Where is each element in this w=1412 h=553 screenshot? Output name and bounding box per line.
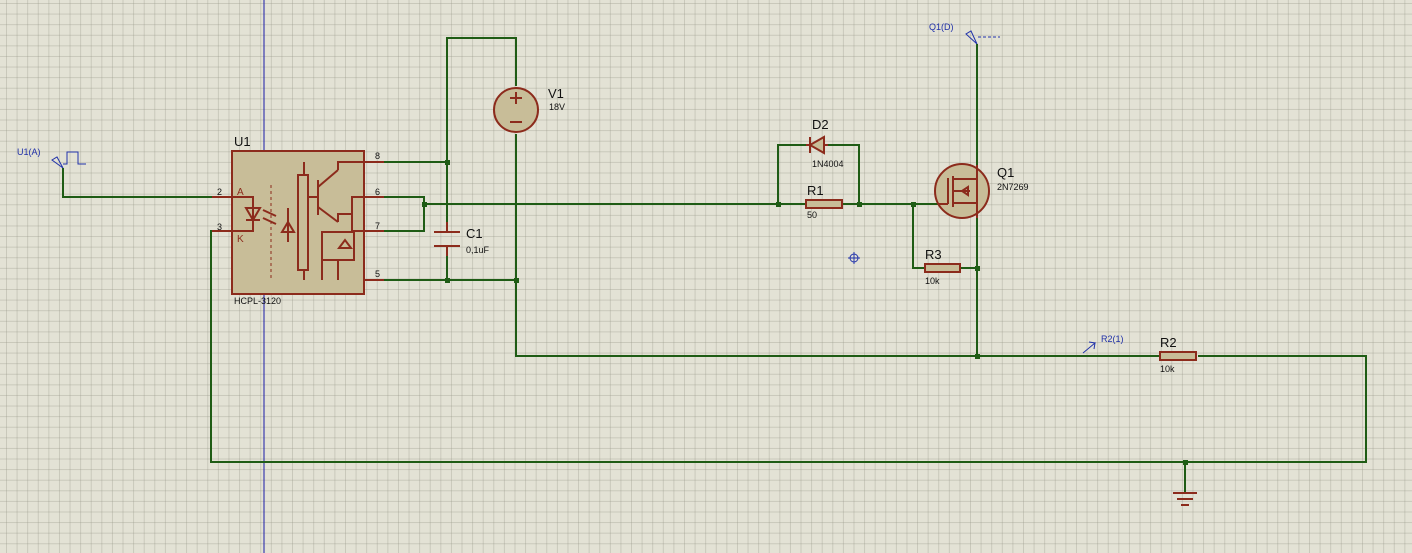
junction-dot <box>776 202 781 207</box>
r21-probe-label: R2(1) <box>1101 334 1124 344</box>
u1-pin-7-number: 7 <box>375 221 380 231</box>
junction-dot <box>514 278 519 283</box>
junction-dot <box>857 202 862 207</box>
junction-dot <box>975 354 980 359</box>
d2-value: 1N4004 <box>812 159 844 169</box>
u1-light-arrow-icon <box>262 209 277 217</box>
q1-arrow-icon <box>960 185 969 197</box>
r3-body <box>924 263 961 273</box>
u1a-probe-icon <box>51 156 64 169</box>
cursor-crosshair-icon <box>848 252 860 264</box>
probe-r21[interactable]: R2(1) <box>1082 334 1124 354</box>
r21-probe-icon <box>1082 341 1097 354</box>
d2-diode-icon <box>807 135 825 155</box>
r1-value: 50 <box>807 210 817 220</box>
junction-dot <box>445 160 450 165</box>
c1-capacitor[interactable]: C1 0,1uF <box>434 222 490 256</box>
r3-value: 10k <box>925 276 940 286</box>
u1-pin-6-number: 6 <box>375 187 380 197</box>
wire-v1-negative[interactable] <box>515 134 1160 357</box>
r2-body <box>1159 351 1197 361</box>
junction-dot <box>975 266 980 271</box>
u1-pin-k-name: K <box>237 234 244 245</box>
r2-label: R2 <box>1160 335 1177 350</box>
probe-u1a[interactable]: U1(A) <box>17 147 86 169</box>
ground-symbol[interactable] <box>1173 492 1197 506</box>
u1-pin-5-number: 5 <box>375 269 380 279</box>
q1d-probe-icon <box>965 30 978 45</box>
u1-led-icon <box>244 207 262 222</box>
v1-body <box>493 87 539 133</box>
q1d-probe-label: Q1(D) <box>929 22 954 32</box>
junctions <box>422 160 1188 465</box>
u1-part-label: HCPL-3120 <box>234 296 281 306</box>
c1-value: 0,1uF <box>466 245 490 255</box>
wire-pin7[interactable] <box>364 204 425 232</box>
d2-diode[interactable]: D2 1N4004 <box>806 117 844 169</box>
junction-dot <box>1183 460 1188 465</box>
r3-label: R3 <box>925 247 942 262</box>
q1-value: 2N7269 <box>997 182 1029 192</box>
wire-d2-right[interactable] <box>826 144 860 204</box>
c1-label: C1 <box>466 226 483 241</box>
u1-pin-3-number: 3 <box>217 222 222 232</box>
d2-label: D2 <box>812 117 829 132</box>
r1-resistor[interactable]: R1 50 <box>805 183 843 220</box>
wire-ground-loop[interactable] <box>210 230 1367 463</box>
wire-d2-left[interactable] <box>777 144 806 204</box>
v1-label: V1 <box>548 86 564 101</box>
r2-value: 10k <box>1160 364 1175 374</box>
u1-photodiode-icon <box>280 220 296 233</box>
wire-gen-to-u1-anode[interactable] <box>62 168 232 198</box>
u1-optocoupler[interactable]: U1 HCPL-3120 2 3 8 6 7 5 A K <box>212 134 384 306</box>
u1-pin-8-number: 8 <box>375 151 380 161</box>
r1-body <box>805 199 843 209</box>
u1-led-wire <box>232 196 254 232</box>
wire-v1-positive[interactable] <box>446 37 517 162</box>
u1-pin-2-number: 2 <box>217 187 222 197</box>
u1a-probe-label: U1(A) <box>17 147 41 157</box>
wire-r3-left[interactable] <box>912 204 925 269</box>
u1-zener-icon <box>337 238 353 249</box>
q1-label: Q1 <box>997 165 1014 180</box>
v1-value: 18V <box>549 102 565 112</box>
wire-pin6[interactable] <box>364 196 425 204</box>
r3-resistor[interactable]: R3 10k <box>924 247 961 286</box>
u1-label: U1 <box>234 134 251 149</box>
pulse-generator-icon <box>63 151 86 165</box>
u1-pin-a-name: A <box>237 187 244 198</box>
v1-voltage-source[interactable]: V1 18V <box>493 86 565 133</box>
probe-q1d[interactable]: Q1(D) <box>929 22 1000 45</box>
junction-dot <box>911 202 916 207</box>
r1-label: R1 <box>807 183 824 198</box>
r2-resistor[interactable]: R2 10k <box>1159 335 1197 374</box>
junction-dot <box>445 278 450 283</box>
q1-mosfet[interactable]: Q1 2N7269 <box>934 163 1029 219</box>
junction-dot <box>422 202 427 207</box>
